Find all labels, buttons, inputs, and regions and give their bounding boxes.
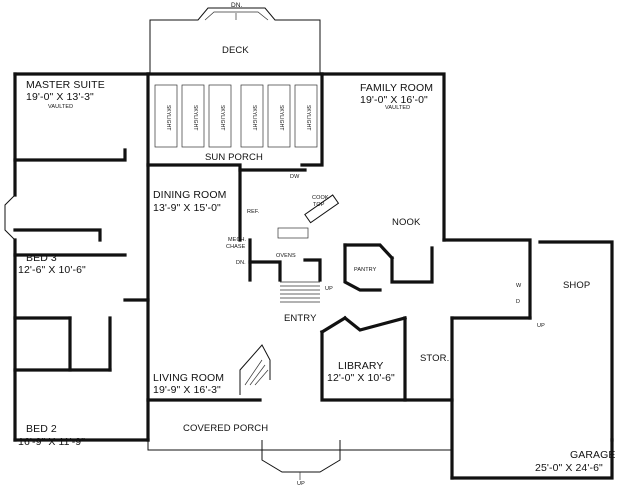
- deck-outline: [149, 7, 321, 74]
- storage-label: STOR.: [420, 353, 450, 364]
- sun-porch-label: SUN PORCH: [205, 152, 263, 163]
- porch-outline: [147, 440, 452, 451]
- skylight-label-1: SKYLIGHT: [165, 105, 171, 131]
- dryer-label: D: [516, 299, 521, 305]
- skylight-label-2: SKYLIGHT: [192, 105, 198, 131]
- living-room-label: LIVING ROOM: [153, 372, 225, 384]
- library-dim: 12'-0" X 10'-6": [327, 372, 395, 384]
- nook-label: NOOK: [392, 217, 421, 228]
- deck-label: DECK: [222, 45, 249, 56]
- cooktop-label: COOK: [312, 195, 329, 201]
- entry-label: ENTRY: [284, 313, 317, 324]
- skylight-label-6: SKYLIGHT: [305, 105, 311, 131]
- master-suite-dim: 19'-0" X 13'-3": [26, 91, 94, 103]
- garage-label: GARAGE: [570, 449, 616, 461]
- up-garage-label: UP: [537, 323, 545, 329]
- dn-label: DN.: [236, 260, 246, 266]
- washer-label: W: [516, 283, 522, 289]
- interior-walls: [13, 72, 532, 442]
- bay-window-bed3: [4, 194, 16, 241]
- cooktop-label-2: TOP: [313, 202, 325, 208]
- master-vaulted: VAULTED: [48, 104, 74, 110]
- mech-chase-label: MECH.: [228, 237, 247, 243]
- bed2-dim: 16'-9" X 11'-9": [18, 436, 86, 448]
- bed3-dim: 12'-6" X 10'-6": [18, 264, 86, 276]
- ovens-label: OVENS: [276, 253, 296, 259]
- ref-label: REF.: [247, 209, 260, 215]
- shop-label: SHOP: [563, 280, 591, 291]
- family-vaulted: VAULTED: [385, 105, 411, 111]
- garage-dim: 25'-0" X 24'-6": [535, 462, 603, 474]
- kitchen-counter: [277, 227, 309, 239]
- skylight-label-3: SKYLIGHT: [219, 105, 225, 131]
- bed3-label: BED 3: [26, 252, 57, 264]
- dining-room-dim: 13'-9" X 15'-0": [153, 202, 221, 214]
- pantry-label: PANTRY: [354, 267, 377, 273]
- fireplace: [239, 344, 271, 395]
- cooktop-island: [304, 194, 340, 224]
- porch-bay: [261, 440, 341, 473]
- up-stair-label: UP: [325, 286, 333, 292]
- dw-label: DW: [290, 174, 300, 180]
- library-label: LIBRARY: [338, 360, 384, 372]
- exterior-walls: [13, 72, 614, 480]
- up-porch-label: UP: [297, 481, 305, 487]
- living-room-dim: 19'-9" X 16'-3": [153, 384, 221, 396]
- skylight-label-5: SKYLIGHT: [278, 105, 284, 131]
- dining-room-label: DINING ROOM: [153, 189, 227, 201]
- skylights: [154, 84, 318, 148]
- deck-dn-label: DN.: [231, 2, 243, 9]
- staircase: [280, 281, 320, 303]
- bed2-label: BED 2: [26, 423, 57, 435]
- family-room-dim: 19'-0" X 16'-0": [360, 94, 428, 106]
- family-room-label: FAMILY ROOM: [360, 82, 434, 94]
- skylight-label-4: SKYLIGHT: [251, 105, 257, 131]
- mech-chase-label-2: CHASE: [226, 244, 246, 250]
- covered-porch-label: COVERED PORCH: [183, 423, 269, 434]
- master-suite-label: MASTER SUITE: [26, 79, 105, 91]
